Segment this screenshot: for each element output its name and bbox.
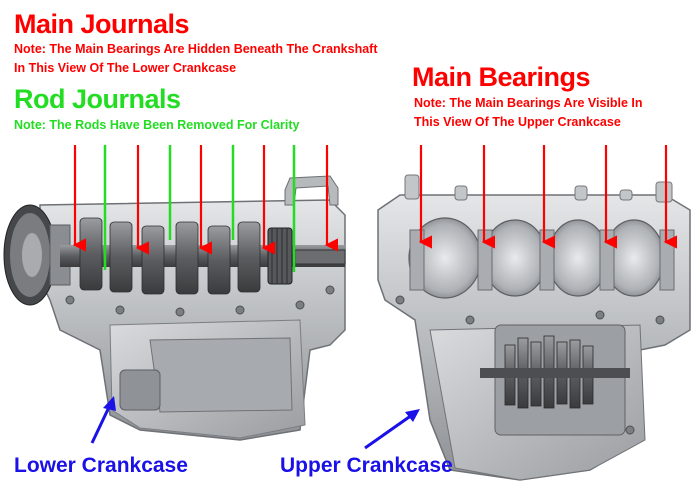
lower-case-arrowhead <box>103 396 116 411</box>
main-bearing-markers <box>418 145 677 249</box>
upper-crankcase-image <box>377 174 691 481</box>
main-bearings-note-line-1: Note: The Main Bearings Are Visible In <box>414 96 643 110</box>
main-journals-title: Main Journals <box>14 9 190 39</box>
case-arrows <box>90 396 420 450</box>
main-bearings-note-line-2: This View Of The Upper Crankcase <box>414 115 621 129</box>
main-journals-note-line-2: In This View Of The Lower Crankcase <box>14 61 237 75</box>
rod-journals-note: Note: The Rods Have Been Removed For Cla… <box>14 118 300 132</box>
upper-crankcase-label: Upper Crankcase <box>280 454 453 477</box>
main-journals-note-line-1: Note: The Main Bearings Are Hidden Benea… <box>14 42 378 56</box>
upper-case-arrowhead <box>405 409 420 422</box>
upper-case-arrow <box>364 413 413 450</box>
lower-crankcase-label: Lower Crankcase <box>14 454 188 477</box>
rod-journals-title: Rod Journals <box>14 84 181 114</box>
main-bearings-title: Main Bearings <box>412 62 591 92</box>
rod-journal-markers <box>103 145 296 272</box>
lower-case-arrow <box>90 404 112 444</box>
main-journal-markers <box>72 145 338 255</box>
